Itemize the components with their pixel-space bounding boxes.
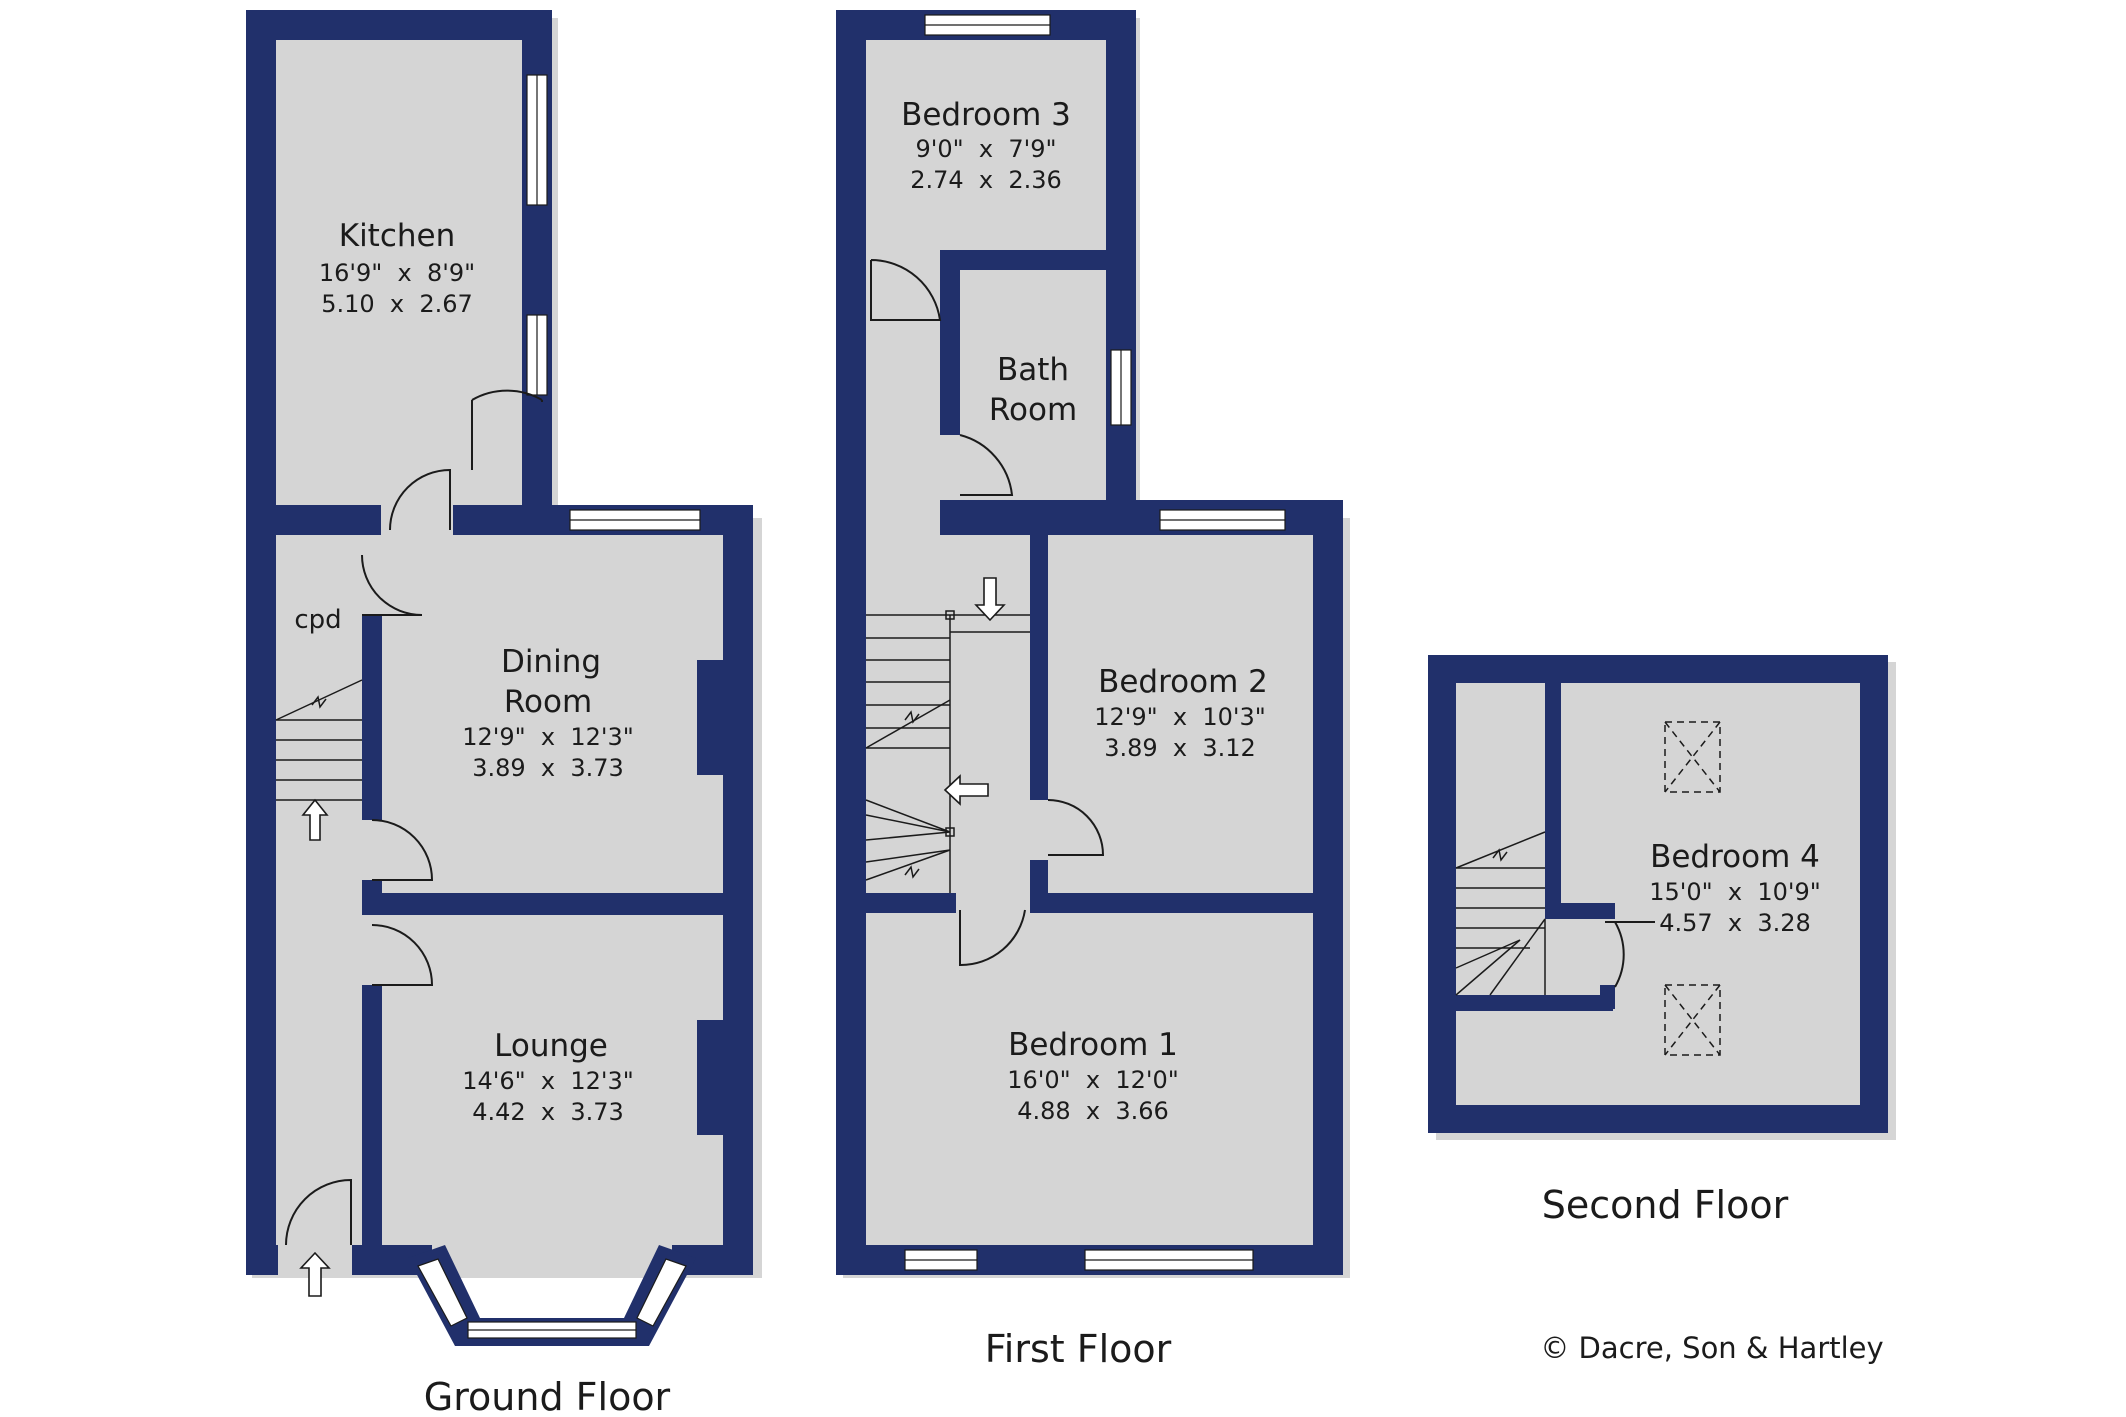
ground-floor-stairs xyxy=(275,679,363,841)
entrance-arrow-icon xyxy=(299,1251,331,1297)
dining-name-line1: Dining xyxy=(501,644,601,680)
lounge-name: Lounge xyxy=(494,1028,608,1064)
kitchen-imperial: 16'9" x 8'9" xyxy=(319,259,475,287)
bedroom1-imperial: 16'0" x 12'0" xyxy=(1007,1066,1179,1094)
bathroom-name-line2: Room xyxy=(989,392,1077,428)
bathroom-name-line1: Bath xyxy=(997,352,1069,388)
bedroom4-imperial: 15'0" x 10'9" xyxy=(1649,878,1821,906)
first-floor-windows xyxy=(904,14,1286,1271)
bedroom2-name: Bedroom 2 xyxy=(1098,664,1268,700)
bedroom3-imperial: 9'0" x 7'9" xyxy=(915,135,1056,163)
landing-arrow-icon xyxy=(943,774,989,806)
first-floor-doors xyxy=(870,259,1105,967)
dining-metric: 3.89 x 3.73 xyxy=(472,754,624,782)
bedroom4-name: Bedroom 4 xyxy=(1650,839,1820,875)
cupboard-label: cpd xyxy=(294,605,341,635)
second-floor-shadow xyxy=(1436,662,1896,1140)
second-floor-plan: Bedroom 4 15'0" x 10'9" 4.57 x 3.28 Seco… xyxy=(1428,655,1896,1227)
bedroom1-metric: 4.88 x 3.66 xyxy=(1017,1097,1169,1125)
bedroom1-name: Bedroom 1 xyxy=(1008,1027,1178,1063)
first-floor-stairs xyxy=(865,577,1030,893)
bedroom3-name: Bedroom 3 xyxy=(901,97,1071,133)
ground-floor-windows xyxy=(526,74,701,531)
ground-floor-doors xyxy=(285,389,543,1246)
bedroom2-imperial: 12'9" x 10'3" xyxy=(1094,703,1266,731)
dining-name-line2: Room xyxy=(504,684,592,720)
first-floor-walls xyxy=(836,10,1343,1275)
dining-imperial: 12'9" x 12'3" xyxy=(462,723,634,751)
stairs-down-arrow-icon xyxy=(974,577,1006,622)
kitchen-name: Kitchen xyxy=(339,218,456,254)
bedroom4-metric: 4.57 x 3.28 xyxy=(1659,909,1811,937)
skylight-top-icon xyxy=(1664,721,1721,793)
lounge-bay-window xyxy=(408,1245,696,1346)
bedroom4-door xyxy=(1614,921,1625,988)
first-floor-label: First Floor xyxy=(985,1327,1172,1371)
bedroom2-metric: 3.89 x 3.12 xyxy=(1104,734,1256,762)
first-floor-plan: Bedroom 3 9'0" x 7'9" 2.74 x 2.36 Bath R… xyxy=(836,10,1350,1371)
ground-floor-walls xyxy=(246,10,753,1275)
ground-floor-label: Ground Floor xyxy=(424,1375,671,1417)
ground-floor-plan: Kitchen 16'9" x 8'9" 5.10 x 2.67 cpd Din… xyxy=(246,10,762,1417)
skylight-bottom-icon xyxy=(1664,984,1721,1056)
stairs-up-arrow-icon xyxy=(301,798,329,841)
lounge-imperial: 14'6" x 12'3" xyxy=(462,1067,634,1095)
second-floor-walls xyxy=(1428,655,1888,1133)
lounge-metric: 4.42 x 3.73 xyxy=(472,1098,624,1126)
bedroom3-metric: 2.74 x 2.36 xyxy=(910,166,1062,194)
copyright-notice: © Dacre, Son & Hartley xyxy=(1540,1331,1883,1365)
second-floor-stairs xyxy=(1455,831,1546,996)
kitchen-metric: 5.10 x 2.67 xyxy=(321,290,473,318)
second-floor-label: Second Floor xyxy=(1542,1183,1789,1227)
